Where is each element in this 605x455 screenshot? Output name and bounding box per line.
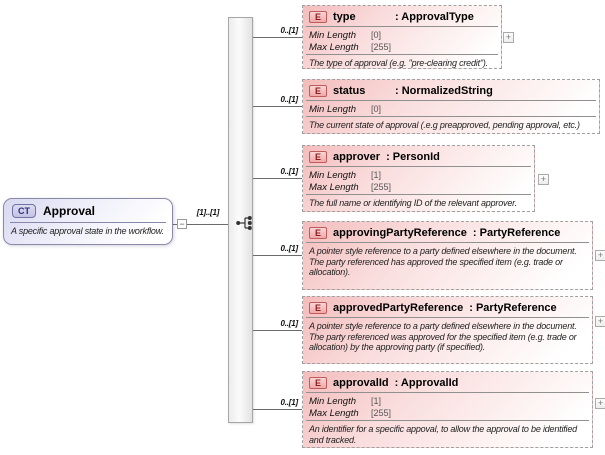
element-node-approvalid[interactable]: E approvalId : ApprovalId Min Length[1] … <box>302 371 593 448</box>
divider <box>306 166 531 167</box>
element-node-approvedpartyreference[interactable]: E approvedPartyReference : PartyReferenc… <box>302 296 593 364</box>
element-icon: E <box>309 227 327 239</box>
facet-list: Min Length[0] Max Length[255] <box>309 30 392 53</box>
connector-line <box>253 37 302 38</box>
divider <box>306 54 498 55</box>
element-name: type <box>333 11 356 23</box>
divider <box>306 100 596 101</box>
element-type: : NormalizedString <box>395 85 493 97</box>
sequence-icon <box>236 216 252 230</box>
element-type: : PersonId <box>386 151 440 163</box>
expand-button-approvingpartyreference[interactable]: + <box>595 250 605 261</box>
root-cardinality-label: [1]..[1] <box>196 208 220 217</box>
element-node-type[interactable]: E type : ApprovalType Min Length[0] Max … <box>302 5 502 69</box>
element-node-status[interactable]: E status : NormalizedString Min Length[0… <box>302 79 600 134</box>
expand-button-approvedpartyreference[interactable]: + <box>595 316 605 327</box>
element-icon: E <box>309 151 327 163</box>
cardinality-label: 0..[1] <box>280 26 299 35</box>
element-name: approver <box>333 151 381 163</box>
element-annotation: The full name or identifying ID of the r… <box>309 198 517 208</box>
element-annotation: The type of approval (e.g. "pre-clearing… <box>309 58 488 68</box>
element-icon: E <box>309 11 327 23</box>
element-icon: E <box>309 302 327 314</box>
element-node-approver[interactable]: E approver : PersonId Min Length[1] Max … <box>302 145 535 212</box>
element-type: : PartyReference <box>472 227 561 239</box>
facet-list: Min Length[1] Max Length[255] <box>309 396 392 419</box>
complextype-header: CT Approval <box>4 199 172 221</box>
expand-button-approver[interactable]: + <box>538 174 549 185</box>
element-node-approvingpartyreference[interactable]: E approvingPartyReference : PartyReferen… <box>302 221 593 290</box>
divider <box>306 26 498 27</box>
complextype-name: Approval <box>43 204 96 218</box>
element-annotation: A pointer style reference to a party def… <box>309 246 577 277</box>
element-name: approvingPartyReference <box>333 227 467 239</box>
cardinality-label: 0..[1] <box>280 167 299 176</box>
cardinality-label: 0..[1] <box>280 398 299 407</box>
element-icon: E <box>309 85 327 97</box>
connector-line <box>253 255 302 256</box>
element-type: : ApprovalType <box>395 11 474 23</box>
cardinality-label: 0..[1] <box>280 244 299 253</box>
element-type: : PartyReference <box>469 302 557 314</box>
connector-line <box>253 409 302 410</box>
cardinality-label: 0..[1] <box>280 95 299 104</box>
divider <box>306 116 596 117</box>
divider <box>10 222 166 223</box>
divider <box>306 392 589 393</box>
element-annotation: An identifier for a specific appoval, to… <box>309 424 577 445</box>
element-annotation: The current state of approval (.e.g prea… <box>309 120 580 130</box>
connector-line <box>253 106 302 107</box>
cardinality-label: 0..[1] <box>280 319 299 328</box>
element-icon: E <box>309 377 327 389</box>
element-name: status <box>333 85 366 97</box>
element-annotation: A pointer style reference to a party def… <box>309 321 577 352</box>
expand-button-approvalid[interactable]: + <box>595 398 605 409</box>
element-type: : ApprovalId <box>394 377 459 389</box>
complextype-approval-node[interactable]: CT Approval A specific approval state in… <box>3 198 173 245</box>
connector-line <box>253 330 302 331</box>
element-name: approvedPartyReference <box>333 302 464 314</box>
complextype-icon: CT <box>12 204 36 218</box>
divider <box>306 317 589 318</box>
expand-button-type[interactable]: + <box>503 32 514 43</box>
facet-list: Min Length[0] <box>309 104 382 115</box>
facet-list: Min Length[1] Max Length[255] <box>309 170 392 193</box>
element-name: approvalId <box>333 377 389 389</box>
divider <box>306 242 589 243</box>
sequence-compositor-bar[interactable] <box>228 17 253 423</box>
collapse-button[interactable]: − <box>177 219 187 229</box>
divider <box>306 420 589 421</box>
complextype-annotation: A specific approval state in the workflo… <box>11 226 164 236</box>
connector-line <box>253 178 302 179</box>
connector-line <box>173 224 228 225</box>
divider <box>306 194 531 195</box>
